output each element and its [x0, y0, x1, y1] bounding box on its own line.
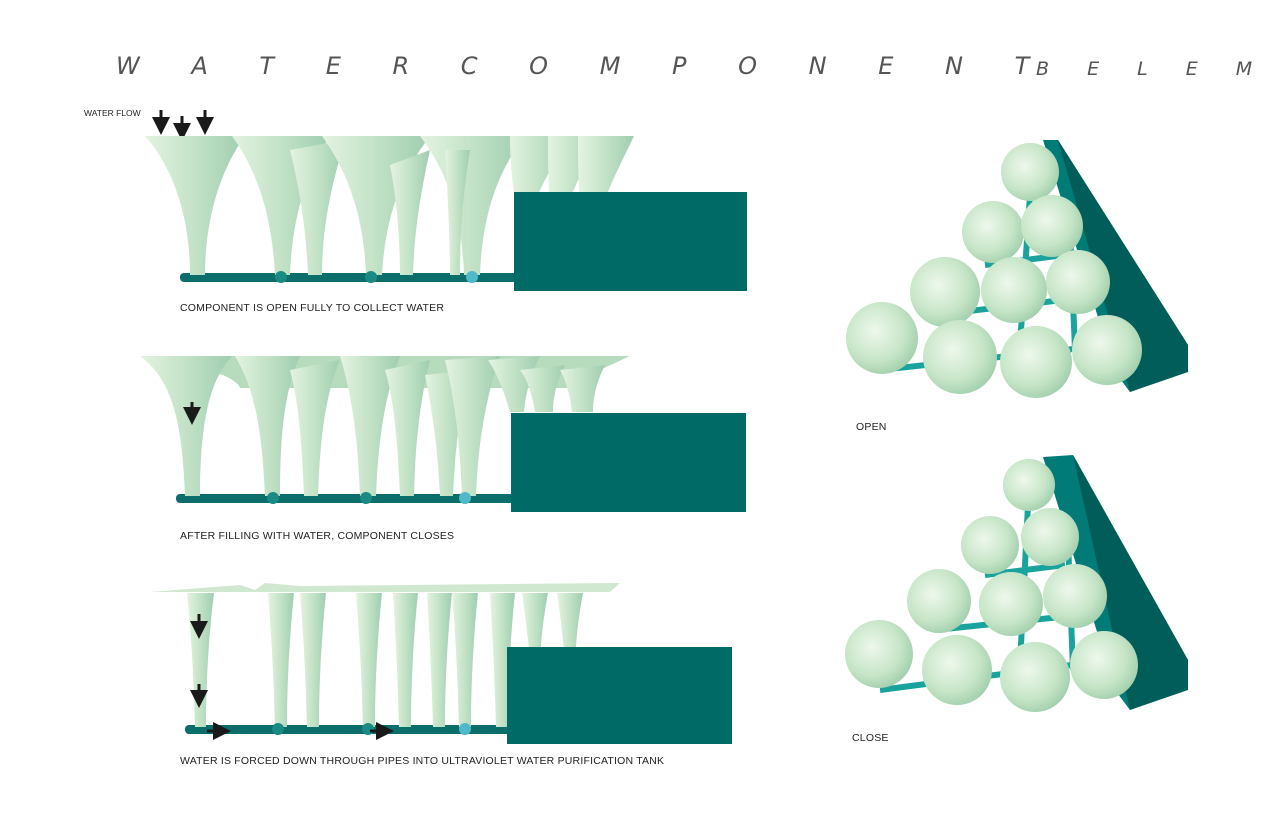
purification-tank: [511, 413, 746, 512]
funnel: [445, 150, 470, 275]
funnel: [145, 136, 245, 275]
funnel: [268, 593, 294, 727]
bulb: [981, 257, 1047, 323]
funnel: [452, 593, 478, 727]
bulb: [845, 620, 913, 688]
close-view-diagram: [845, 455, 1188, 712]
funnel: [340, 356, 400, 496]
funnel: [427, 593, 452, 727]
bulb: [922, 635, 992, 705]
funnel: [300, 593, 326, 727]
funnel: [445, 356, 500, 496]
funnel: [420, 136, 525, 275]
collector-pipe: [185, 725, 525, 734]
page-title: W A T E R C O M P O N E N T: [116, 52, 1052, 80]
bulb: [961, 516, 1019, 574]
funnel: [522, 593, 548, 650]
stage-3-caption: WATER IS FORCED DOWN THROUGH PIPES INTO …: [180, 755, 665, 767]
bulb: [1072, 315, 1142, 385]
bulb: [846, 302, 918, 374]
bulb: [1000, 642, 1070, 712]
purification-tank: [507, 647, 732, 744]
funnel: [385, 360, 430, 496]
funnel: [235, 356, 300, 496]
stage-draining-diagram: [150, 583, 732, 744]
funnel: [520, 365, 565, 412]
funnel: [578, 136, 634, 200]
funnel: [390, 150, 430, 275]
purification-tank: [514, 192, 747, 291]
bulb: [923, 320, 997, 394]
collector-pipe: [180, 273, 520, 282]
bulb: [907, 569, 971, 633]
funnel: [290, 140, 345, 275]
bulb: [1070, 631, 1138, 699]
funnel: [490, 593, 515, 727]
funnel: [140, 356, 232, 496]
funnel: [393, 593, 418, 727]
bulb: [910, 257, 980, 327]
collector-pipe: [176, 494, 516, 503]
closed-canopy: [150, 583, 620, 592]
water-flow-arrows: [152, 110, 214, 141]
stage-closing-diagram: [140, 356, 746, 512]
stage-open-diagram: [145, 136, 747, 291]
stage-2-caption: AFTER FILLING WITH WATER, COMPONENT CLOS…: [180, 530, 455, 542]
bulb: [1003, 459, 1055, 511]
funnel: [187, 593, 214, 727]
bulb: [1000, 326, 1072, 398]
stage-1-caption: COMPONENT IS OPEN FULLY TO COLLECT WATER: [180, 302, 445, 314]
funnel: [557, 593, 583, 650]
bulb: [1043, 564, 1107, 628]
water-flow-label: WATER FLOW: [84, 108, 141, 118]
funnel: [560, 365, 605, 412]
bulb: [1001, 143, 1059, 201]
location-label: B E L E M: [1036, 58, 1269, 80]
open-view-label: OPEN: [856, 421, 887, 433]
funnel: [356, 593, 382, 727]
open-view-diagram: [846, 140, 1188, 398]
bulb: [962, 201, 1024, 263]
funnel: [290, 360, 340, 496]
bulb: [979, 572, 1043, 636]
bulb: [1046, 250, 1110, 314]
bulb: [1021, 508, 1079, 566]
close-view-label: CLOSE: [852, 732, 889, 744]
bulb: [1021, 195, 1083, 257]
